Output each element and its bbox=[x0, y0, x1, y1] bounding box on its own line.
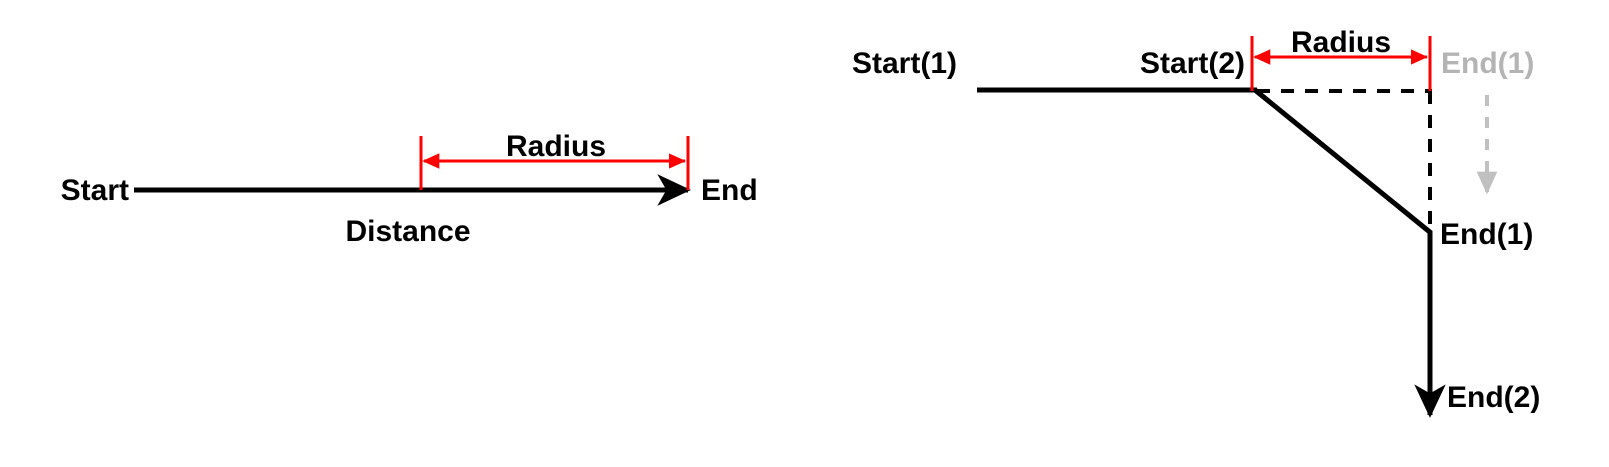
right-radius-label: Radius bbox=[1291, 26, 1391, 59]
left-distance-label: Distance bbox=[345, 215, 470, 248]
corner-transition-diagonal bbox=[1253, 88, 1433, 235]
start-2-label: Start(2) bbox=[1140, 47, 1245, 80]
right-figure-group: Start(1) Start(2) End(1) Radius End(1) E… bbox=[852, 26, 1540, 418]
end-1-label: End(1) bbox=[1440, 218, 1533, 251]
end-2-label: End(2) bbox=[1447, 381, 1540, 414]
start-1-label: Start(1) bbox=[852, 47, 957, 80]
end-1-ghost-label: End(1) bbox=[1441, 47, 1534, 80]
left-start-label: Start bbox=[61, 174, 129, 207]
left-figure-group: Start End Distance Radius bbox=[61, 130, 758, 248]
left-radius-label: Radius bbox=[506, 130, 606, 163]
left-end-label: End bbox=[701, 174, 758, 207]
